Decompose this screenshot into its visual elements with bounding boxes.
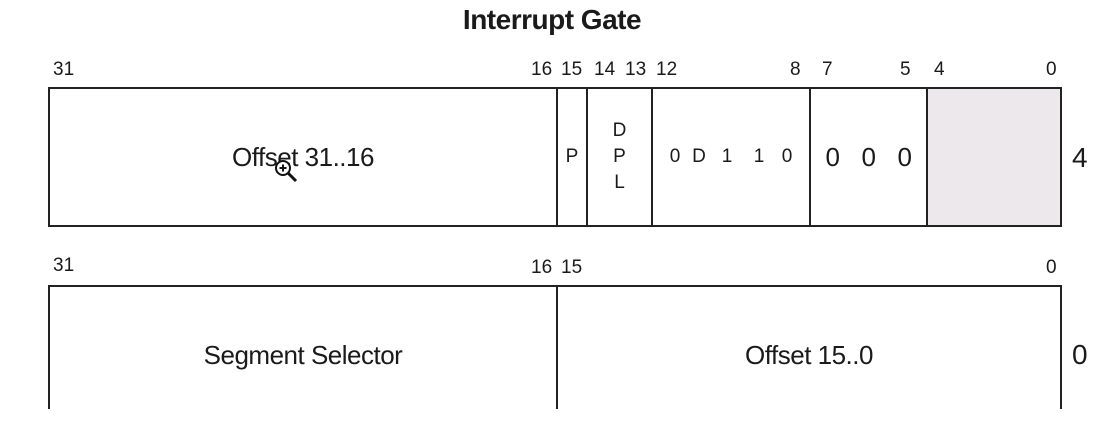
bit-number-13: 13 xyxy=(625,59,647,80)
bit-number-0: 0 xyxy=(1046,59,1057,80)
bit-number-7: 7 xyxy=(822,59,833,80)
bit-number-31: 31 xyxy=(53,59,75,80)
dpl-field: D P L xyxy=(587,88,652,226)
reserved-bits-fill xyxy=(928,89,1061,226)
dpl-letter-p: P xyxy=(613,146,626,167)
bit-number-8: 8 xyxy=(790,59,801,80)
lower-word-offset-index: 0 xyxy=(1072,339,1088,370)
offset-low-field: Offset 15..0 xyxy=(745,339,873,370)
type-bit-11: D xyxy=(692,146,706,167)
diagram-title: Interrupt Gate xyxy=(462,4,642,35)
present-bit-field: P xyxy=(565,146,579,167)
bit-number-14: 14 xyxy=(594,59,616,80)
lower-bit-number-0: 0 xyxy=(1046,257,1057,278)
type-bit-9: 1 xyxy=(753,146,765,167)
bit-number-12: 12 xyxy=(656,59,678,80)
zero-bit-6: 0 xyxy=(861,141,876,172)
offset-high-field: Offset 31..16 xyxy=(232,141,374,172)
bit-number-15: 15 xyxy=(561,59,583,80)
lower-word-frame xyxy=(48,285,1062,409)
bit-number-16: 16 xyxy=(531,59,553,80)
zero-bit-7: 0 xyxy=(825,141,840,172)
bit-number-4: 4 xyxy=(934,59,945,80)
zoom-cursor-icon xyxy=(275,160,298,183)
zero-bits-field: 0 0 0 xyxy=(810,88,927,226)
type-bit-12: 0 xyxy=(669,146,681,167)
lower-bit-number-31: 31 xyxy=(53,255,75,276)
type-bit-8: 0 xyxy=(781,146,793,167)
gate-type-field: 0 D 1 1 0 xyxy=(652,88,810,226)
lower-bit-number-16: 16 xyxy=(531,257,553,278)
dpl-letter-d: D xyxy=(612,120,627,141)
segment-selector-field: Segment Selector xyxy=(203,339,403,370)
bit-number-5: 5 xyxy=(900,59,911,80)
upper-word-frame xyxy=(48,87,1062,227)
type-bit-10: 1 xyxy=(721,146,733,167)
lower-bit-number-15: 15 xyxy=(561,257,583,278)
zero-bit-5: 0 xyxy=(897,141,912,172)
dpl-letter-l: L xyxy=(614,172,625,193)
upper-word-offset-index: 4 xyxy=(1072,142,1088,173)
